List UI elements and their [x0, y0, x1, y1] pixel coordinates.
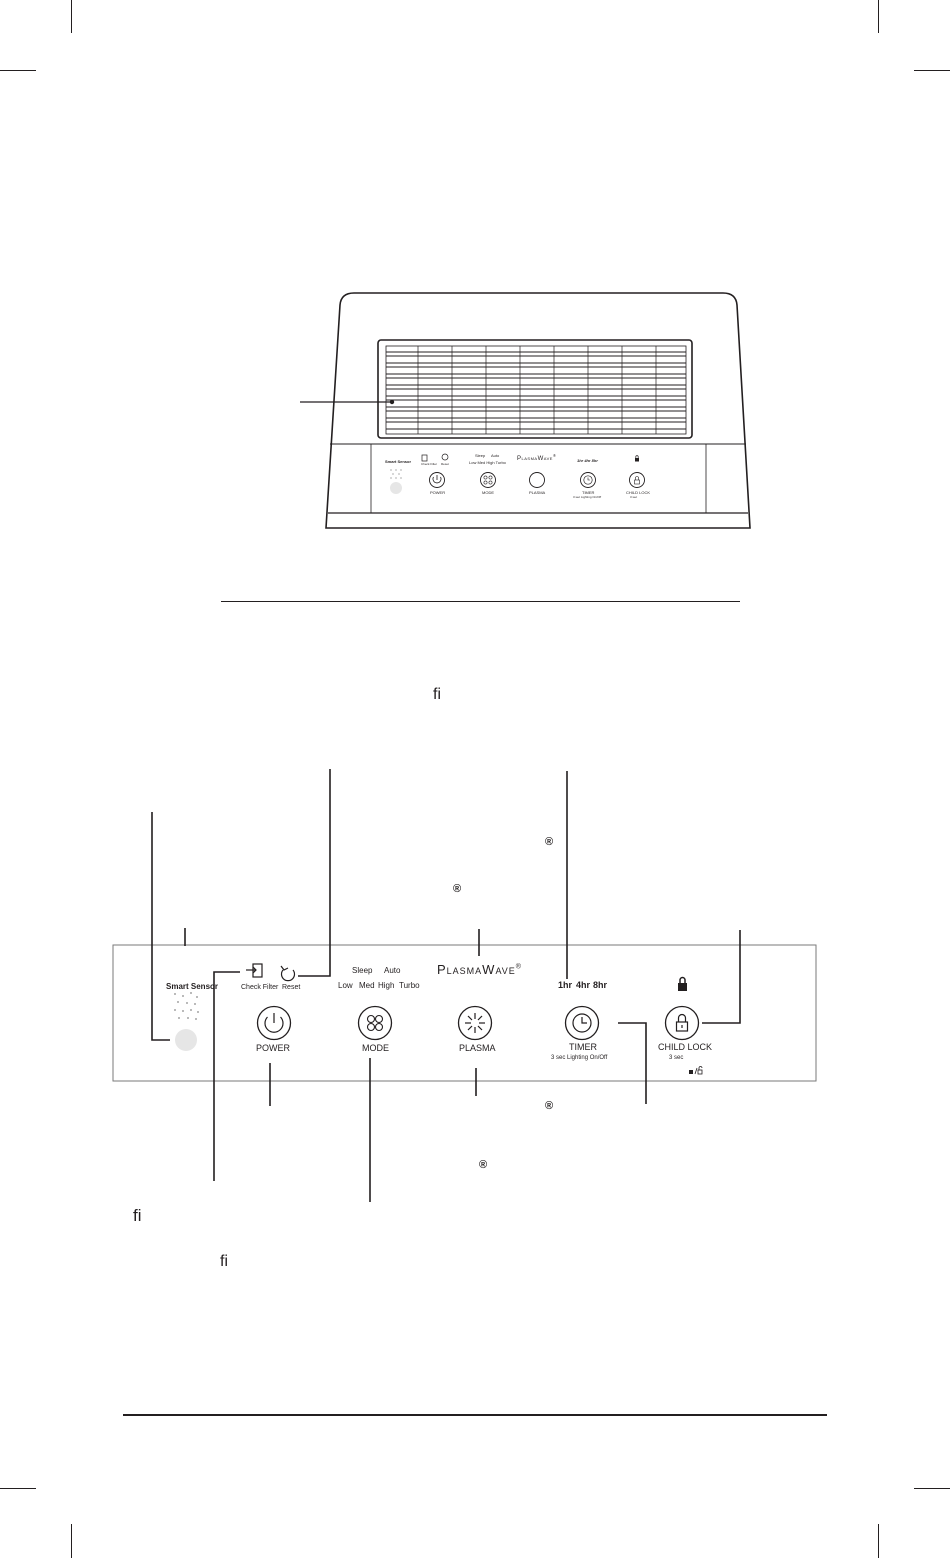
mode-icon: [480, 472, 496, 488]
timer-8hr-label: 8hr: [593, 980, 608, 990]
grille-ribs: [417, 346, 657, 434]
registered-mark: ®: [545, 1100, 554, 1112]
small-power-label: POWER: [430, 490, 446, 495]
plasma-button: [457, 1005, 493, 1041]
check-filter-label: Check Filter: [241, 984, 279, 991]
child-lock-button: [664, 1005, 700, 1041]
crop-mark: [71, 0, 72, 33]
child-lock-label: CHILD LOCK: [658, 1042, 713, 1052]
small-mode-label: MODE: [482, 490, 494, 495]
smart-sensor-dot: [175, 1029, 197, 1051]
callout-reset: [298, 769, 331, 977]
plasma-label: PLASMA: [459, 1043, 496, 1053]
lock-icon: [629, 472, 645, 488]
timer-label: TIMER: [569, 1042, 597, 1052]
power-label: POWER: [256, 1043, 291, 1053]
registered-mark: ®: [453, 883, 462, 895]
crop-mark: [0, 70, 36, 71]
small-child-lock-sub-label: 3 sec: [630, 495, 638, 499]
mode-button: [357, 1005, 393, 1041]
fi-ligature: ﬁ: [433, 686, 441, 703]
timer-icon: [580, 472, 596, 488]
crop-mark: [914, 1488, 950, 1489]
small-reset-label: Reset: [441, 462, 449, 466]
control-panel-diagram: [112, 769, 817, 1202]
timer-icon: [572, 1013, 592, 1033]
sleep-label: Sleep: [352, 966, 373, 975]
plasma-icon: [465, 1013, 485, 1033]
plasma-icon: [529, 472, 545, 488]
speed-high-label: High: [378, 981, 395, 990]
control-panel-border: [112, 944, 817, 1082]
child-lock-sub-label: 3 sec: [669, 1055, 684, 1061]
timer-4hr-label: 4hr: [576, 980, 591, 990]
speed-med-label: Med: [359, 981, 375, 990]
grille-slats: [386, 351, 686, 430]
sensor-speckles: [174, 992, 199, 1020]
padlock-icon: [678, 976, 687, 991]
section-divider: [221, 601, 740, 602]
small-auto-label: Auto: [491, 453, 500, 458]
lock-icon: [675, 1013, 689, 1032]
power-icon: [429, 472, 445, 488]
callout-check-filter: [213, 971, 240, 1181]
callout-smart-sensor-dot: [151, 812, 170, 1041]
mode-icon: [366, 1014, 384, 1032]
auto-label: Auto: [384, 966, 401, 975]
power-icon: [264, 1013, 284, 1033]
small-brand-label: PlasmaWave®: [517, 453, 557, 463]
registered-mark: ®: [479, 1159, 488, 1171]
crop-mark: [71, 1524, 72, 1558]
crop-mark: [914, 70, 950, 71]
small-speeds-label: Low Med High Turbo: [469, 460, 506, 465]
speed-low-label: Low: [338, 981, 353, 990]
small-timer-label: TIMER: [582, 490, 595, 495]
callout-child-lock: [702, 930, 741, 1024]
small-child-lock-label: CHILD LOCK: [626, 490, 651, 495]
reset-label: Reset: [282, 984, 301, 991]
small-sleep-label: Sleep: [475, 453, 486, 458]
small-timer-sub-label: 3 sec Lighting On/Off: [573, 495, 602, 499]
fi-ligature: ﬁ: [133, 1206, 142, 1225]
smart-sensor-label: Smart Sensor: [166, 982, 219, 991]
reset-icon: [280, 965, 296, 982]
fi-ligature: ﬁ: [220, 1253, 228, 1270]
timer-1hr-label: 1hr: [558, 980, 573, 990]
crop-mark: [0, 1488, 36, 1489]
small-smart-sensor-label: Smart Sensor: [385, 459, 412, 464]
purifier-illustration: [300, 292, 751, 529]
crop-mark: [878, 0, 879, 33]
small-check-filter-label: Check Filter: [421, 462, 438, 466]
plasmawave-brand-label: PlasmaWave®: [437, 962, 522, 977]
small-plasma-label: PLASMA: [529, 490, 546, 495]
timer-sub-label: 3 sec Lighting On/Off: [551, 1055, 608, 1061]
callout-timer: [618, 1022, 647, 1104]
registered-mark: ®: [545, 836, 554, 848]
footer-divider: [123, 1414, 827, 1416]
speed-turbo-label: Turbo: [399, 981, 420, 990]
small-timer-hours-label: 1hr 4hr 8hr: [577, 458, 598, 463]
check-filter-icon: [246, 963, 263, 978]
crop-mark: [878, 1524, 879, 1558]
mode-label: MODE: [362, 1043, 389, 1053]
